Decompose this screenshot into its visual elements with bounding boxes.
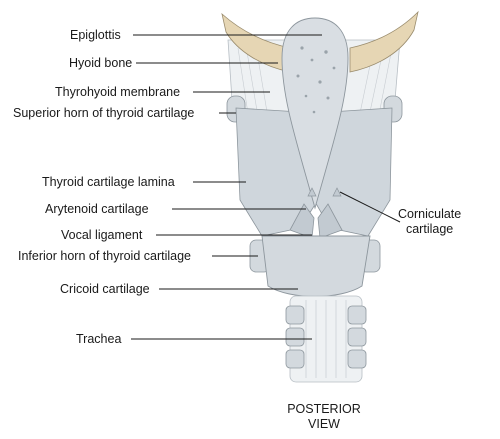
label-arytenoid: Arytenoid cartilage (45, 202, 149, 216)
label-thyroid-lamina: Thyroid cartilage lamina (42, 175, 175, 189)
label-vocal-ligament: Vocal ligament (61, 228, 143, 242)
corniculate-left (307, 187, 317, 197)
label-hyoid-bone: Hyoid bone (69, 56, 133, 70)
view-caption: POSTERIOR VIEW (284, 402, 364, 432)
corniculate-line-2: cartilage (405, 222, 454, 236)
label-superior-horn: Superior horn of thyroid cartilage (13, 106, 195, 120)
label-corniculate: Corniculate cartilage (398, 207, 461, 237)
label-cricoid: Cricoid cartilage (60, 282, 150, 296)
label-thyrohyoid-membrane: Thyrohyoid membrane (55, 85, 181, 99)
cricoid-shape (261, 235, 371, 297)
corniculate-line-1: Corniculate (398, 207, 462, 221)
label-epiglottis: Epiglottis (70, 28, 121, 42)
label-inferior-horn: Inferior horn of thyroid cartilage (18, 249, 192, 263)
epiglottis-shape (281, 17, 349, 210)
corniculate-right (332, 187, 342, 197)
hyoid-bone-shape-right (349, 10, 419, 73)
view-caption-line-1: POSTERIOR (287, 402, 361, 416)
tracheal-rings (285, 305, 367, 369)
label-trachea: Trachea (76, 332, 122, 346)
epiglottis-pits (296, 46, 336, 114)
leader-lines (131, 34, 401, 340)
leader-corniculate (339, 191, 401, 223)
arytenoid-right (317, 203, 343, 239)
view-caption-line-2: VIEW (308, 417, 340, 431)
